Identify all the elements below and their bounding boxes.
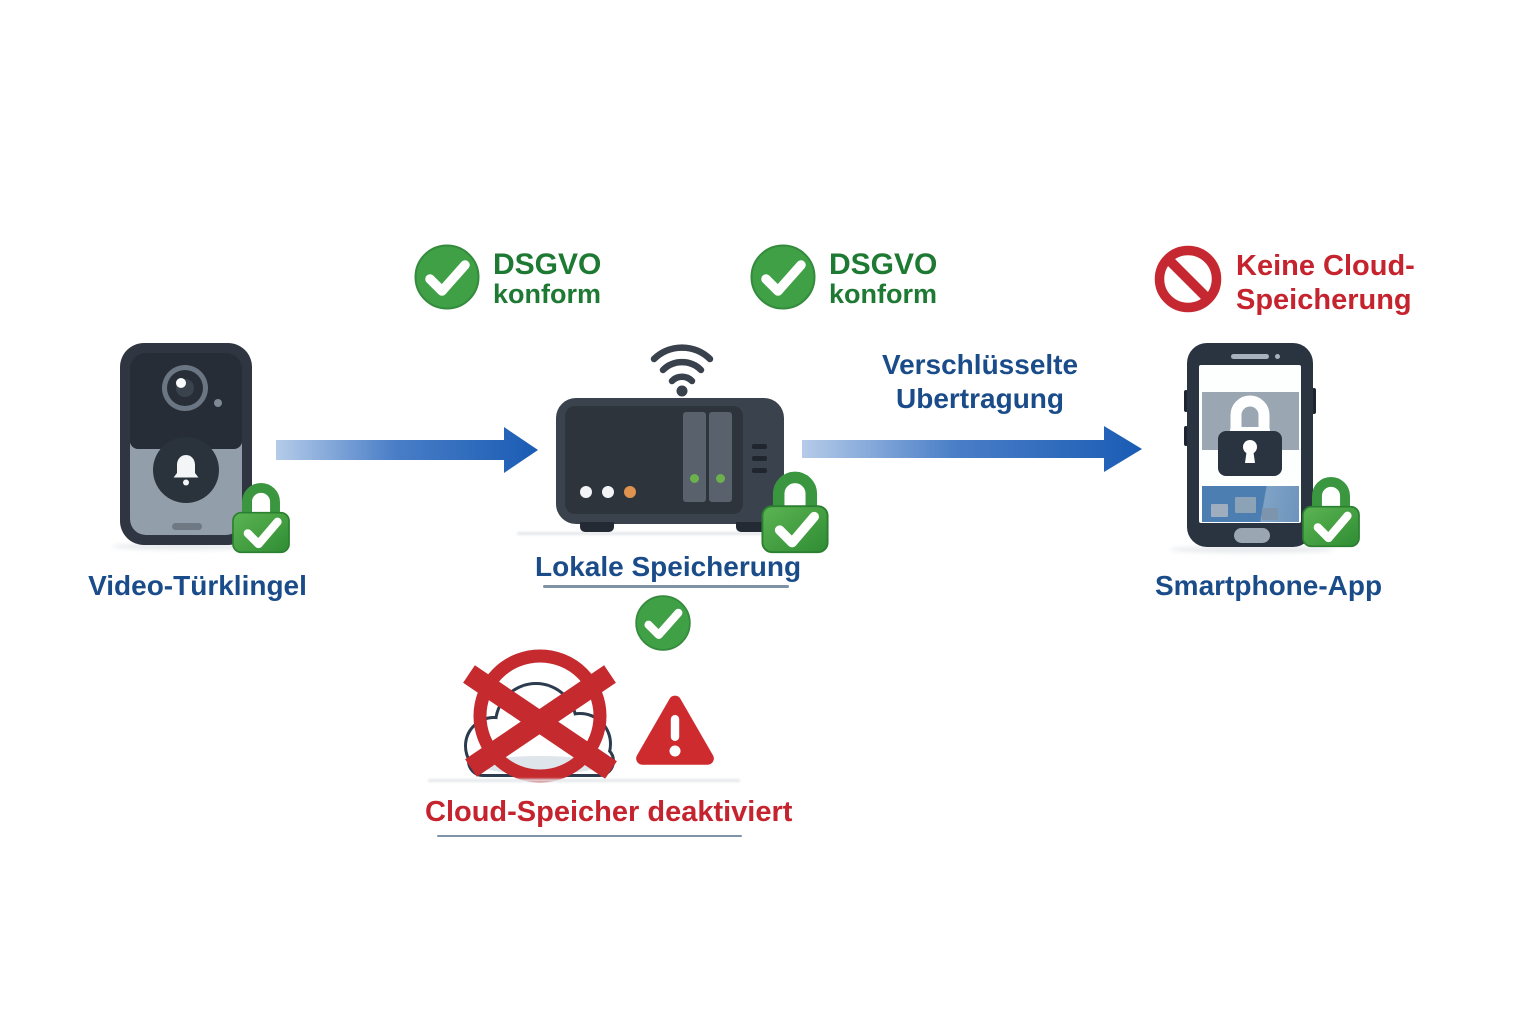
badge-line: DSGVO [493, 248, 602, 281]
vent-slot [752, 444, 767, 449]
nas-shadow [517, 532, 817, 535]
no-entry-icon [1154, 245, 1222, 313]
phone-camera-dot [1275, 354, 1280, 359]
check-circle-icon [750, 244, 816, 310]
dsgvo-badge-middle-text: DSGVO konform [829, 243, 937, 309]
status-led [580, 486, 592, 498]
phone-side-button [1184, 426, 1188, 446]
green-lock-icon [232, 483, 290, 554]
badge-line: Speicherung [1236, 284, 1412, 316]
phone-home-button [1234, 528, 1270, 543]
cloud-disabled-underline [437, 835, 742, 837]
vent-slot [752, 456, 767, 461]
doorbell-bottom-slot [172, 523, 202, 530]
vent-slot [752, 468, 767, 473]
encrypted-transfer-label: Verschlüsselte Ubertragung [860, 348, 1100, 416]
bell-icon [173, 455, 199, 486]
arrow-right-icon [802, 426, 1142, 472]
phone-speaker [1231, 354, 1269, 359]
wifi-icon [650, 344, 714, 397]
phone-side-button [1312, 388, 1316, 414]
no-cloud-badge-text: Keine Cloud- Speicherung [1236, 243, 1415, 317]
cloud-baseline [428, 779, 740, 782]
local-storage-device [517, 336, 829, 554]
drive-bay [709, 412, 732, 502]
badge-line: konform [493, 279, 601, 309]
green-lock-icon [1302, 477, 1360, 548]
phone-side-button [1184, 390, 1188, 412]
arrow-right-icon [276, 427, 538, 473]
storage-label-underline [543, 585, 789, 588]
dsgvo-badge-left-text: DSGVO konform [493, 243, 601, 309]
check-circle-icon [635, 595, 691, 651]
doorbell-sensor-dot [214, 399, 222, 407]
phone-body [1187, 343, 1313, 547]
status-led [624, 486, 636, 498]
screen-banner [1202, 486, 1299, 522]
screen-lock-icon [1218, 395, 1282, 476]
phone-screen [1199, 365, 1301, 523]
cloud-crossed-icon [463, 649, 617, 783]
no-cloud-badge: Keine Cloud- Speicherung [1152, 243, 1415, 317]
transfer-line: Ubertragung [896, 383, 1064, 414]
nas-foot [736, 522, 770, 532]
dsgvo-badge-left: DSGVO konform [413, 243, 601, 311]
nas-body [556, 398, 784, 532]
camera-lens-icon [162, 365, 208, 411]
video-doorbell-device [112, 343, 290, 554]
cloud-disabled-label: Cloud-Speicher deaktiviert [425, 796, 793, 828]
doorbell-label: Video-Türklingel [88, 570, 307, 601]
check-circle-icon [414, 244, 480, 310]
smartphone-label: Smartphone-App [1155, 570, 1383, 601]
phone-shadow [1170, 546, 1335, 553]
transfer-line: Verschlüsselte [881, 349, 1079, 380]
doorbell-button [153, 437, 219, 503]
storage-label: Lokale Speicherung [535, 551, 802, 582]
badge-line: DSGVO [829, 248, 938, 281]
smartphone-device [1170, 340, 1370, 558]
status-led [602, 486, 614, 498]
doorbell-shadow [112, 543, 262, 550]
nas-foot [580, 522, 614, 532]
warning-icon [636, 695, 714, 765]
dsgvo-badge-middle: DSGVO konform [749, 243, 937, 311]
badge-line: konform [829, 279, 937, 309]
drive-bay [683, 412, 706, 502]
badge-line: Keine Cloud- [1236, 250, 1415, 282]
green-lock-icon [761, 471, 829, 554]
